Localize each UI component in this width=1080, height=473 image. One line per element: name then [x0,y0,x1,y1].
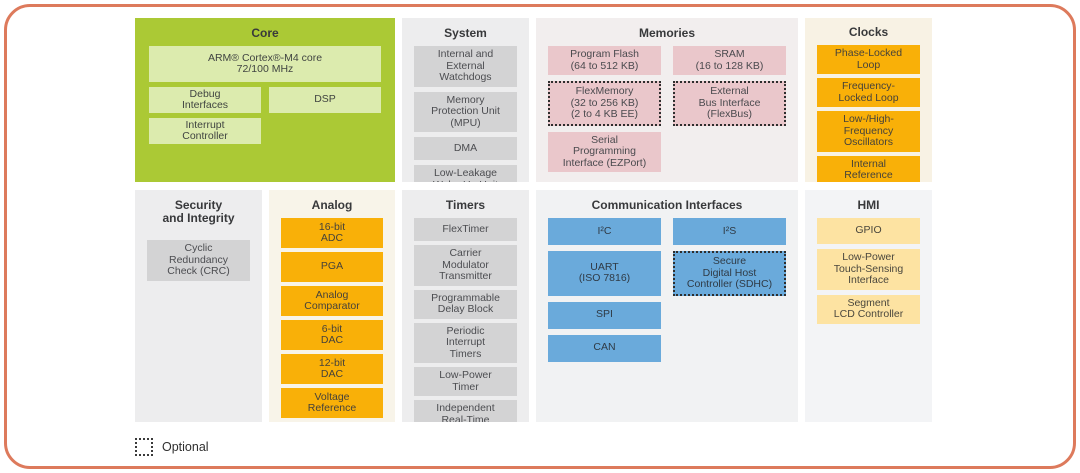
section-communication-interfaces: Communication Interfaces I²C I²S UART (I… [536,190,798,422]
block-external-bus-interface-optional: External Bus Interface (FlexBus) [673,81,786,126]
clocks-blocks: Phase-Locked Loop Frequency- Locked Loop… [817,45,920,182]
legend-optional: Optional [135,438,209,456]
core-blocks: ARM® Cortex®-M4 core 72/100 MHz Debug In… [149,46,381,144]
block-low-leakage-wakeup: Low-Leakage Wake-Up Unit [414,165,517,182]
block-voltage-reference: Voltage Reference [281,388,383,418]
system-title: System [444,26,487,40]
section-analog: Analog 16-bit ADC PGA Analog Comparator … [269,190,395,422]
block-programmable-delay-block: Programmable Delay Block [414,289,517,319]
block-dsp: DSP [269,87,381,113]
block-watchdogs: Internal and External Watchdogs [414,46,517,87]
timers-title: Timers [445,198,486,212]
analog-blocks: 16-bit ADC PGA Analog Comparator 6-bit D… [281,218,383,418]
hmi-blocks: GPIO Low-Power Touch-Sensing Interface S… [817,218,920,324]
block-segment-lcd-controller: Segment LCD Controller [817,294,920,324]
block-periodic-interrupt-timers: Periodic Interrupt Timers [414,322,517,363]
block-crc: Cyclic Redundancy Check (CRC) [147,240,250,281]
core-title: Core [251,26,279,40]
block-debug-interfaces: Debug Interfaces [149,87,261,113]
block-pga: PGA [281,252,383,282]
block-analog-comparator: Analog Comparator [281,286,383,316]
block-arm-cortex-m4: ARM® Cortex®-M4 core 72/100 MHz [149,46,381,82]
block-sdhc-optional: Secure Digital Host Controller (SDHC) [673,251,786,296]
section-system: System Internal and External Watchdogs M… [402,18,529,182]
comm-blocks: I²C I²S UART (ISO 7816) Secure Digital H… [548,218,786,362]
section-security-and-integrity: Security and Integrity Cyclic Redundancy… [135,190,262,422]
legend-optional-label: Optional [162,440,209,454]
block-interrupt-controller: Interrupt Controller [149,118,261,144]
analog-title: Analog [311,198,353,212]
block-i2s: I²S [673,218,786,245]
block-spi: SPI [548,301,661,329]
section-memories: Memories Program Flash (64 to 512 KB) SR… [536,18,798,182]
block-flexmemory-optional: FlexMemory (32 to 256 KB) (2 to 4 KB EE) [548,81,661,126]
hmi-title: HMI [857,198,880,212]
section-timers: Timers FlexTimer Carrier Modulator Trans… [402,190,529,422]
block-uart-iso7816: UART (ISO 7816) [548,251,661,296]
block-sram: SRAM (16 to 128 KB) [673,46,786,75]
block-can: CAN [548,334,661,362]
block-dma: DMA [414,137,517,160]
block-16bit-adc: 16-bit ADC [281,218,383,248]
block-i2c: I²C [548,218,661,245]
comm-title: Communication Interfaces [591,198,743,212]
block-flextimer: FlexTimer [414,218,517,241]
block-touch-sensing-interface: Low-Power Touch-Sensing Interface [817,249,920,290]
block-ezport: Serial Programming Interface (EZPort) [548,131,661,172]
section-core: Core ARM® Cortex®-M4 core 72/100 MHz Deb… [135,18,395,182]
block-12bit-dac: 12-bit DAC [281,354,383,384]
memories-title: Memories [638,26,696,40]
memories-blocks: Program Flash (64 to 512 KB) SRAM (16 to… [548,46,786,172]
block-oscillators: Low-/High- Frequency Oscillators [817,111,920,152]
block-mpu: Memory Protection Unit (MPU) [414,91,517,132]
clocks-title: Clocks [848,25,889,39]
mcu-block-diagram: Core ARM® Cortex®-M4 core 72/100 MHz Deb… [135,18,932,422]
block-rtc: Independent Real-Time Clock (RTC) [414,400,517,422]
timers-blocks: FlexTimer Carrier Modulator Transmitter … [414,218,517,422]
system-blocks: Internal and External Watchdogs Memory P… [414,46,517,182]
block-carrier-modulator-transmitter: Carrier Modulator Transmitter [414,245,517,286]
block-internal-reference-clocks: Internal Reference Clocks [817,155,920,182]
optional-dotted-swatch-icon [135,438,153,456]
security-title: Security and Integrity [162,198,235,225]
block-pll: Phase-Locked Loop [817,45,920,74]
section-hmi: HMI GPIO Low-Power Touch-Sensing Interfa… [805,190,932,422]
block-gpio: GPIO [817,218,920,244]
block-program-flash: Program Flash (64 to 512 KB) [548,46,661,75]
block-fll: Frequency- Locked Loop [817,78,920,107]
block-6bit-dac: 6-bit DAC [281,320,383,350]
section-clocks: Clocks Phase-Locked Loop Frequency- Lock… [805,18,932,182]
block-low-power-timer: Low-Power Timer [414,367,517,396]
